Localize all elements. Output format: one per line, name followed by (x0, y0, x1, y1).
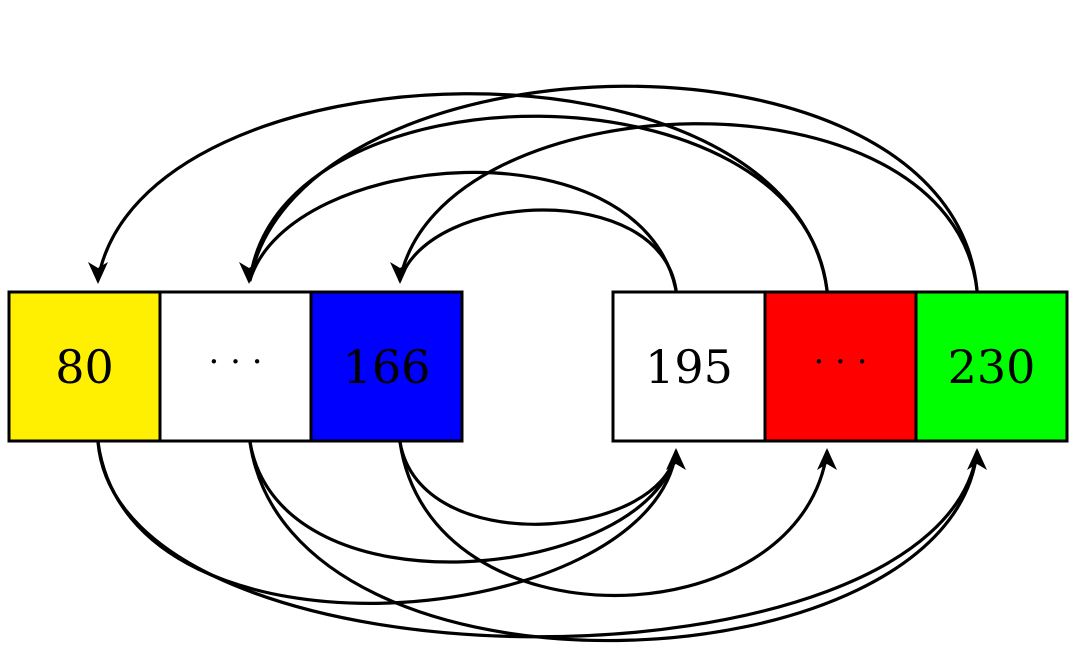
arrowhead-into-80 (88, 262, 108, 284)
cell-166: 166 (309, 290, 464, 443)
arc-80-to-195 (96, 440, 678, 605)
arc-230-to-ellipsis-left (248, 84, 979, 292)
arrowhead-into-166 (390, 262, 410, 284)
cell-230-box (914, 290, 1069, 443)
cell-195-label: 195 (645, 340, 733, 394)
cell-ellipsis-left-box (158, 290, 313, 443)
arc-230-to-166 (398, 122, 979, 292)
arc-195-to-ellipsis-left (248, 170, 678, 292)
arc-195-to-166 (398, 208, 678, 292)
cell-195: 195 (611, 290, 767, 443)
cell-80-label: 80 (55, 340, 114, 394)
arc-ellipsis-right-to-80 (96, 92, 829, 292)
right-array-group: 195 · · · 230 (611, 290, 1069, 443)
arc-80-to-230 (96, 440, 979, 639)
cell-230-label: 230 (948, 340, 1036, 394)
arc-166-to-195 (398, 440, 678, 526)
cell-166-box (309, 290, 464, 443)
arc-ellipsis-left-to-230 (248, 440, 979, 643)
left-array-group: 80 · · · 166 (7, 290, 464, 443)
bottom-arcs (96, 440, 979, 643)
cell-ellipsis-right: · · · (763, 290, 918, 443)
arc-166-to-ellipsis-right (398, 440, 829, 598)
cell-166-label: 166 (343, 340, 431, 394)
arc-ellipsis-right-to-ellipsis-left (248, 114, 829, 292)
cell-ellipsis-right-box (763, 290, 918, 443)
cell-ellipsis-left-label: · · · (208, 342, 262, 382)
cell-ellipsis-right-label: · · · (813, 342, 867, 382)
arrowhead-into-ellipsis-right (817, 448, 837, 470)
cell-ellipsis-left: · · · (158, 290, 313, 443)
arrowhead-into-195 (666, 448, 686, 470)
arc-ellipsis-left-to-195 (248, 440, 678, 564)
top-arcs (96, 84, 979, 292)
cell-195-box (611, 290, 767, 443)
cell-80: 80 (7, 290, 162, 443)
arrowhead-into-ellipsis-left (239, 262, 259, 284)
arrowheads (88, 262, 987, 470)
cell-230: 230 (914, 290, 1069, 443)
arrowhead-into-230 (967, 448, 987, 470)
